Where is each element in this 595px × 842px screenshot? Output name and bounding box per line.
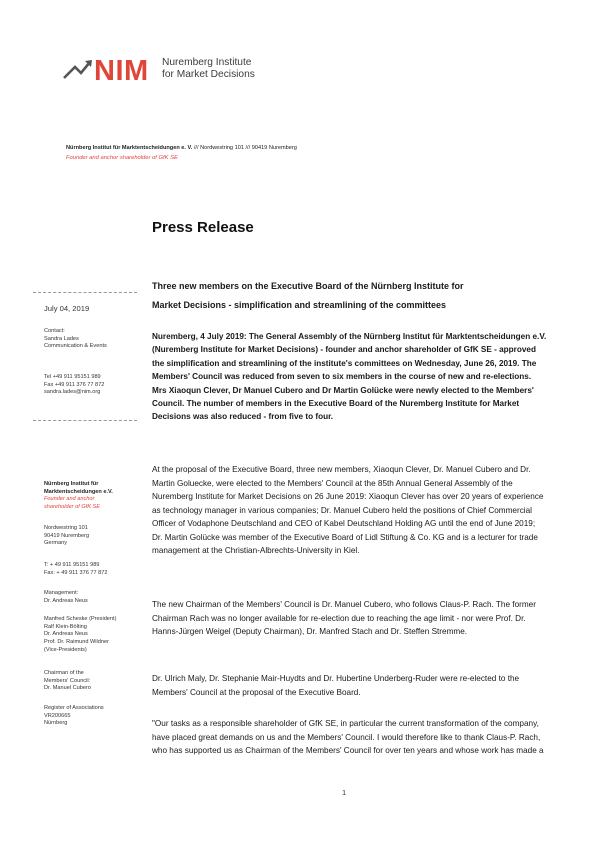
contact-block: Contact: Sandra Lades Communication & Ev… <box>44 328 107 351</box>
org-name: Nürnberg Institut für Marktentscheidunge… <box>66 145 193 151</box>
management-label: Management: <box>44 590 79 596</box>
board-member: Dr. Andreas Neus <box>44 631 88 638</box>
divider <box>33 292 137 293</box>
board-member: Ralf Klein-Bölting <box>44 623 87 630</box>
phone-block: T: + 49 911 95151 989 Fax: + 49 911 376 … <box>44 562 108 577</box>
body-paragraph: "Our tasks as a responsible shareholder … <box>152 719 544 755</box>
contact-name: Sandra Lades <box>44 335 79 342</box>
board-block: Manfred Scheske (President) Ralf Klein-B… <box>44 616 116 655</box>
nim-logo: NIM Nuremberg Institute for Market Decis… <box>62 54 282 88</box>
lead-paragraph: Nuremberg, 4 July 2019: The General Asse… <box>152 332 547 422</box>
board-member: (Vice-Presidents) <box>44 646 87 653</box>
street: Nordwestring 101 <box>200 145 244 151</box>
chairman-block: Chairman of the Members' Council: Dr. Ma… <box>44 670 91 693</box>
body-paragraph: The new Chairman of the Members' Council… <box>152 600 536 636</box>
separator: /// <box>193 145 199 151</box>
press-subtitle: Three new members on the Executive Board… <box>152 277 542 314</box>
logo-wordmark: NIM <box>94 55 149 87</box>
board-member: Manfred Scheske (President) <box>44 616 117 622</box>
body-paragraph: Dr. Ulrich Maly, Dr. Stephanie Mair-Huyd… <box>152 674 520 697</box>
contact-fax: Fax +49 911 376 77 872 <box>44 381 105 388</box>
address-block: Nordwestring 101 90419 Nuremberg Germany <box>44 525 89 548</box>
separator: /// <box>245 145 251 151</box>
org-line2: Marktentscheidungen e.V. <box>44 488 113 495</box>
register-label: Register of Associations <box>44 705 104 711</box>
chairman-name: Dr. Manuel Cubero <box>44 685 91 692</box>
logo-subtitle-line2: for Market Decisions <box>162 69 255 80</box>
founder-line1: Founder and anchor <box>44 496 95 503</box>
org-line1: Nürnberg Institut für <box>44 481 99 487</box>
contact-email[interactable]: sandra.lades@nim.org <box>44 389 101 396</box>
contact-dept: Communication & Events <box>44 343 107 350</box>
founder-line2: shareholder of GfK SE <box>44 504 100 511</box>
org-block: Nürnberg Institut für Marktentscheidunge… <box>44 481 113 512</box>
register-city: Nürnberg <box>44 720 68 727</box>
chairman-label: Members' Council: <box>44 677 91 684</box>
divider <box>33 420 137 421</box>
board-member: Prof. Dr. Raimund Wildner <box>44 639 109 646</box>
subtitle-line1: Three new members on the Executive Board… <box>152 281 464 291</box>
address-line: Nürnberg Institut für Marktentscheidunge… <box>66 145 297 151</box>
register-block: Register of Associations VR200665 Nürnbe… <box>44 705 104 728</box>
phone: T: + 49 911 95151 989 <box>44 562 100 568</box>
fax: Fax: + 49 911 376 77 872 <box>44 569 108 576</box>
contact-label: Contact: <box>44 328 65 334</box>
management-name: Dr. Andreas Neus <box>44 597 88 604</box>
chairman-label: Chairman of the <box>44 670 84 676</box>
body-paragraph: At the proposal of the Executive Board, … <box>152 465 544 555</box>
page-number: 1 <box>342 788 347 797</box>
logo-subtitle-line1: Nuremberg Institute <box>162 57 252 68</box>
page-title: Press Release <box>152 219 254 236</box>
management-block: Management: Dr. Andreas Neus <box>44 590 88 605</box>
city: 90419 Nuremberg <box>251 145 297 151</box>
register-number: VR200665 <box>44 712 71 719</box>
city: 90419 Nuremberg <box>44 532 90 539</box>
release-date: July 04, 2019 <box>44 304 90 313</box>
contact-tel: Tel +49 911 95151 989 <box>44 374 101 380</box>
logo-subtitle: Nuremberg Institute for Market Decisions <box>162 57 255 81</box>
street: Nordwestring 101 <box>44 525 88 531</box>
contact-numbers: Tel +49 911 95151 989 Fax +49 911 376 77… <box>44 374 104 397</box>
subtitle-line2: Market Decisions - simplification and st… <box>152 299 447 310</box>
arrow-logo-icon <box>63 60 92 79</box>
country: Germany <box>44 540 68 547</box>
founder-note: Founder and anchor shareholder of GfK SE <box>66 155 178 161</box>
